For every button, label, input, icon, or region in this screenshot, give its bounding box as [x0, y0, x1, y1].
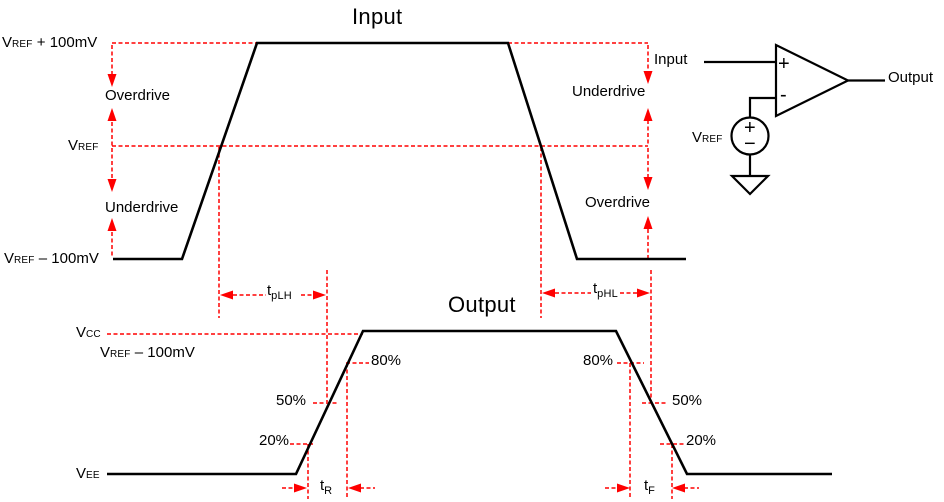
rise-50-percent-label: 50% [276, 392, 307, 409]
timing-arrow-lines [233, 292, 699, 489]
fall-time-label: tF [644, 478, 655, 498]
underdrive-label-right: Underdrive [572, 83, 646, 100]
timing-vertical-lines [218, 147, 673, 499]
fall-80-percent-label: 80% [583, 352, 614, 369]
arrow-down-icon [643, 177, 653, 190]
underdrive-label-left: Underdrive [105, 199, 179, 216]
arrow-left-icon [220, 290, 233, 300]
output-threshold-label: VREF – 100mV [100, 345, 195, 361]
horizontal-reference-lines [107, 42, 648, 335]
label-subscript: pHL [597, 288, 618, 300]
arrow-left-icon [348, 483, 361, 493]
arrow-up-icon [643, 216, 653, 229]
tplh-label: tpLH [267, 283, 292, 303]
arrow-up-icon [643, 108, 653, 121]
arrow-right-icon [294, 483, 307, 493]
waveforms [107, 41, 832, 476]
arrow-right-icon [617, 483, 630, 493]
vref-plus-100mv-label: VREF + 100mV [2, 35, 97, 51]
label-text: V [692, 129, 703, 146]
output-plot-title: Output [448, 292, 516, 317]
overdrive-label-left: Overdrive [105, 87, 171, 104]
minus-icon: - [780, 84, 787, 106]
minus-icon: − [744, 133, 756, 155]
fall-20-percent-label: 20% [686, 432, 717, 449]
label-text: V [76, 465, 87, 482]
vref-source-circle [730, 116, 770, 156]
percent-tick-lines [290, 362, 684, 445]
arrow-right-icon [313, 290, 326, 300]
arrow-left-icon [542, 288, 555, 298]
schematic-vref-label: VREF [692, 130, 723, 146]
label-text: t [267, 282, 272, 299]
rise-time-label: tR [320, 478, 332, 498]
plus-icon: + [744, 117, 756, 139]
label-subscript: F [648, 485, 656, 497]
vee-label: VEE [76, 466, 100, 482]
label-text: + 100mV [32, 34, 98, 51]
label-subscript: REF [12, 39, 33, 50]
label-text: t [320, 477, 325, 494]
drive-span-lines [111, 45, 649, 258]
label-text: V [68, 137, 79, 154]
arrow-up-icon [107, 218, 117, 231]
comparator-schematic [704, 43, 885, 196]
ground-icon [729, 174, 771, 196]
overdrive-label-right: Overdrive [585, 194, 651, 211]
schematic-input-label: Input [654, 51, 688, 68]
label-text: V [76, 324, 87, 341]
arrow-right-icon [637, 288, 650, 298]
label-subscript: REF [702, 134, 723, 145]
label-subscript: REF [110, 349, 131, 360]
label-subscript: EE [86, 470, 100, 481]
plus-icon: + [778, 53, 790, 75]
label-text: V [4, 250, 15, 267]
tphl-label: tpHL [593, 281, 618, 301]
arrow-left-icon [672, 483, 685, 493]
label-text: t [593, 280, 598, 297]
arrow-up-icon [107, 108, 117, 121]
vref-wire [748, 96, 776, 176]
input-waveform-path [113, 41, 686, 261]
reference-level-lines [107, 42, 699, 499]
label-text: – 100mV [130, 344, 195, 361]
label-subscript: REF [14, 255, 35, 266]
label-text: V [2, 34, 13, 51]
output-waveform-path [107, 329, 832, 476]
annotation-arrowheads [107, 71, 685, 493]
vcc-label: VCC [76, 325, 101, 341]
arrow-down-icon [643, 71, 653, 84]
arrow-down-icon [107, 179, 117, 192]
input-plot-title: Input [352, 4, 403, 29]
schematic-output-label: Output [888, 69, 934, 86]
vref-minus-100mv-label: VREF – 100mV [4, 251, 99, 267]
label-subscript: REF [78, 142, 99, 153]
label-text: V [100, 344, 111, 361]
rise-80-percent-label: 80% [371, 352, 402, 369]
label-text: – 100mV [34, 250, 99, 267]
comparator-triangle [774, 43, 851, 118]
label-subscript: pLH [271, 290, 292, 302]
label-subscript: CC [86, 329, 101, 340]
label-subscript: R [324, 485, 333, 497]
rise-20-percent-label: 20% [259, 432, 290, 449]
label-text: t [644, 477, 649, 494]
fall-50-percent-label: 50% [672, 392, 703, 409]
arrow-down-icon [107, 74, 117, 87]
vref-label: VREF [68, 138, 99, 154]
